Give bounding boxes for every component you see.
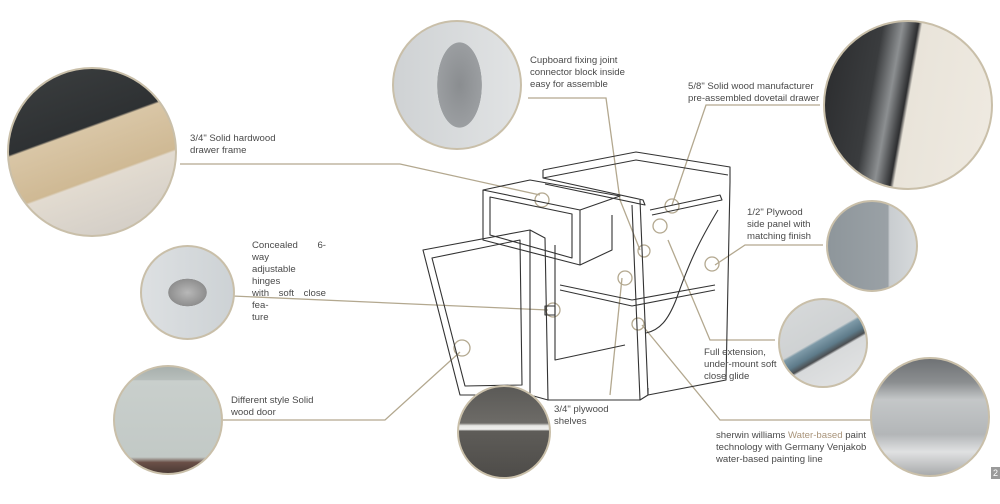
label-line: adjustable hinges — [252, 264, 296, 287]
label-line: Concealed 6-way — [252, 240, 326, 263]
label-line: wood door — [231, 407, 276, 418]
connector-block-photo — [392, 20, 522, 150]
page-number: 2 — [991, 467, 1000, 479]
label-line: water-based painting line — [716, 454, 823, 465]
shelves-label: 3/4" plywood shelves — [554, 404, 609, 428]
label-line: 1/2" Plywood — [747, 207, 803, 218]
label-line: sherwin williams Water-based paint — [716, 430, 866, 442]
side-panel-label: 1/2" Plywood side panel with matching fi… — [747, 207, 820, 243]
dovetail-label: 5/8" Solid wood manufacturer pre-assembl… — [688, 81, 819, 105]
hinges-label: Concealed 6-way adjustable hinges with s… — [252, 240, 326, 324]
glide-photo — [778, 298, 868, 388]
water-based-highlight: Water-based — [787, 430, 843, 441]
door-label: Different style Solid wood door — [231, 395, 315, 419]
label-line: matching finish — [747, 231, 811, 242]
label-line: Full extension, — [704, 347, 766, 358]
label-line: Different style Solid — [231, 395, 314, 406]
paint-suffix: paint — [842, 430, 867, 441]
label-line: ture — [252, 312, 269, 323]
door-photo — [113, 365, 223, 475]
label-line: pre-assembled dovetail drawer — [688, 93, 820, 104]
drawer-frame-photo — [7, 67, 177, 237]
dovetail-photo — [823, 20, 993, 190]
paint-label: sherwin williams Water-based paint techn… — [716, 430, 866, 466]
label-line: side panel with — [747, 219, 811, 230]
glide-label: Full extension, under-mount soft close g… — [704, 347, 777, 383]
label-line: close glide — [704, 371, 750, 382]
side-panel-photo — [826, 200, 918, 292]
label-line: under-mount soft — [704, 359, 777, 370]
label-line: Cupboard fixing joint — [530, 55, 618, 66]
label-line: drawer frame — [190, 145, 247, 156]
shelf-photo — [457, 385, 551, 479]
drawer-frame-label: 3/4" Solid hardwood drawer frame — [190, 133, 276, 157]
label-line: technology with Germany Venjakob — [716, 442, 867, 453]
paint-line-photo — [870, 357, 990, 477]
hinge-photo — [140, 245, 235, 340]
connector-label: Cupboard fixing joint connector block in… — [530, 55, 625, 91]
label-line: connector block inside — [530, 67, 625, 78]
label-line: 3/4" plywood — [554, 404, 609, 415]
label-line: 3/4" Solid hardwood — [190, 133, 276, 144]
paint-prefix: sherwin williams — [716, 430, 788, 441]
label-line: shelves — [554, 416, 587, 427]
label-line: 5/8" Solid wood manufacturer — [688, 81, 814, 92]
label-line: easy for assemble — [530, 79, 608, 90]
label-line: with soft close fea- — [252, 288, 326, 311]
